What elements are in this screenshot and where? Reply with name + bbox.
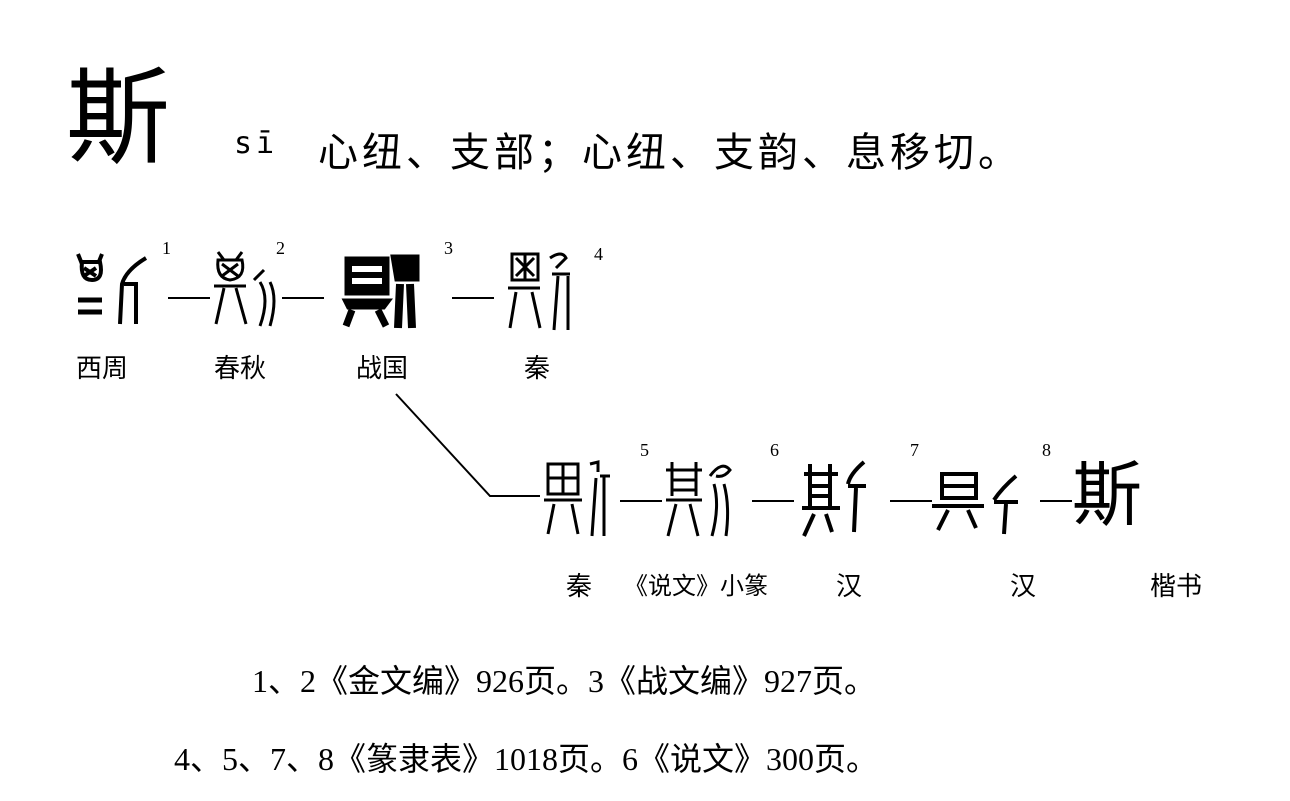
qin-glyph-4-icon [506, 248, 578, 334]
bronze-glyph-1-icon [72, 250, 162, 330]
branch-connector-line [395, 393, 540, 497]
qin-glyph-5-icon [544, 458, 614, 538]
glyph-index: 4 [594, 244, 603, 264]
han-glyph-8-icon [928, 470, 1028, 540]
era-label: 春秋 [214, 354, 267, 384]
warring-states-glyph-3-icon [340, 250, 424, 332]
glyph-index: 6 [770, 440, 779, 460]
era-label: 楷书 [1150, 572, 1203, 602]
era-label: 战国 [356, 354, 409, 384]
era-label: 西周 [76, 354, 129, 384]
connector-line [282, 297, 324, 299]
small-seal-glyph-6-icon [664, 456, 738, 540]
connector-line [452, 297, 494, 299]
pinyin: sī [234, 126, 279, 161]
connector-line [1040, 500, 1072, 502]
reference-line-2: 4、5、7、8《篆隶表》1018页。6《说文》300页。 [174, 741, 879, 777]
glyph-index: 8 [1042, 440, 1051, 460]
connector-line [620, 500, 662, 502]
era-label: 汉 [836, 572, 863, 602]
glyph-index: 2 [276, 238, 285, 258]
bronze-glyph-2-icon [212, 248, 284, 334]
connector-line [890, 500, 932, 502]
era-label: 汉 [1010, 572, 1037, 602]
han-glyph-7-icon [800, 458, 880, 540]
era-label: 秦 [566, 572, 593, 602]
era-label: 秦 [524, 354, 551, 384]
era-label: 《说文》小篆 [624, 572, 768, 600]
glyph-index: 7 [910, 440, 919, 460]
connector-line [752, 500, 794, 502]
glyph-index: 1 [162, 238, 171, 258]
regular-script-character: 斯 [1072, 454, 1142, 536]
connector-line [168, 297, 210, 299]
headword-character: 斯 [66, 57, 170, 179]
glyph-index: 3 [444, 238, 453, 258]
glyph-index: 5 [640, 440, 649, 460]
phonology-note: 心纽、支部；心纽、支韵、息移切。 [318, 130, 1022, 176]
reference-line-1: 1、2《金文编》926页。3《战文编》927页。 [252, 663, 877, 699]
